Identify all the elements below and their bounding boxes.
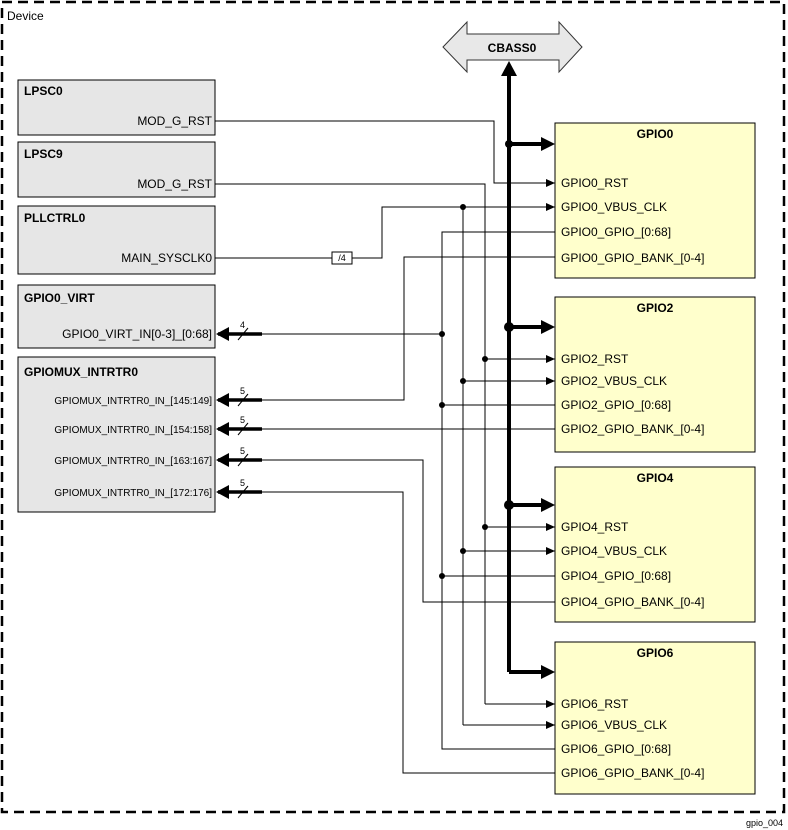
- signal-label: MAIN_SYSCLK0: [121, 251, 212, 265]
- module-title: LPSC9: [24, 147, 63, 161]
- module-lpsc9: LPSC9 MOD_G_RST: [17, 141, 216, 198]
- cbass0-bus: CBASS0: [442, 20, 583, 74]
- signal-label: GPIO0_GPIO_[0:68]: [561, 225, 671, 239]
- module-title: PLLCTRL0: [24, 211, 86, 225]
- device-boundary: [0, 0, 786, 814]
- bus-width-label: 5: [240, 415, 245, 425]
- wire-gpio2-bank: 5: [216, 415, 555, 436]
- signal-label: GPIO0_GPIO_BANK_[0-4]: [561, 251, 704, 265]
- module-pllctrl0: PLLCTRL0 MAIN_SYSCLK0: [17, 205, 216, 275]
- signal-label: GPIO0_VIRT_IN[0-3]_[0:68]: [62, 327, 212, 341]
- signal-label: GPIO6_VBUS_CLK: [561, 718, 667, 732]
- bus-branches: [504, 137, 555, 679]
- signal-label: GPIO6_GPIO_[0:68]: [561, 742, 671, 756]
- module-title: GPIO0: [637, 127, 674, 141]
- module-title: GPIO2: [637, 301, 674, 315]
- module-gpio6: GPIO6 GPIO6_RST GPIO6_VBUS_CLK GPIO6_GPI…: [554, 641, 756, 795]
- bus-trunk-arrow: [501, 61, 517, 76]
- signal-label: GPIO4_RST: [561, 520, 629, 534]
- module-title: GPIO4: [637, 471, 674, 485]
- signal-label: GPIOMUX_INTRTR0_IN_[172:176]: [54, 488, 212, 499]
- divider-label: /4: [338, 253, 346, 263]
- signal-label: GPIO2_RST: [561, 352, 629, 366]
- module-title: GPIOMUX_INTRTR0: [24, 365, 138, 379]
- signal-label: GPIO0_VBUS_CLK: [561, 200, 667, 214]
- signal-label: MOD_G_RST: [137, 177, 212, 191]
- signal-label: GPIO4_VBUS_CLK: [561, 544, 667, 558]
- wire-sysclk: /4: [215, 203, 555, 729]
- device-label: Device: [7, 9, 44, 23]
- signal-label: GPIO2_GPIO_BANK_[0-4]: [561, 422, 704, 436]
- wire-gpio6-bank: 5: [216, 478, 555, 774]
- bus-width-label: 5: [240, 478, 245, 488]
- figure-id: gpio_004: [746, 818, 783, 828]
- module-title: LPSC0: [24, 84, 63, 98]
- bus-width-label: 5: [240, 386, 245, 396]
- signal-label: GPIO2_GPIO_[0:68]: [561, 398, 671, 412]
- module-gpio2: GPIO2 GPIO2_RST GPIO2_VBUS_CLK GPIO2_GPI…: [554, 296, 756, 453]
- wire-lpsc9-rst: [215, 183, 555, 708]
- bus-width-label: 4: [240, 320, 245, 330]
- signal-label: GPIO2_VBUS_CLK: [561, 374, 667, 388]
- module-gpio0: GPIO0 GPIO0_RST GPIO0_VBUS_CLK GPIO0_GPI…: [554, 122, 756, 279]
- cbass0-label: CBASS0: [488, 41, 537, 55]
- module-title: GPIO0_VIRT: [24, 291, 95, 305]
- module-lpsc0: LPSC0 MOD_G_RST: [17, 79, 216, 136]
- module-gpiomux-intrtr0: GPIOMUX_INTRTR0 GPIOMUX_INTRTR0_IN_[145:…: [17, 356, 216, 513]
- signal-label: GPIO6_RST: [561, 697, 629, 711]
- wire-gpio0-bank: 5: [216, 256, 555, 407]
- module-gpio0-virt: GPIO0_VIRT GPIO0_VIRT_IN[0-3]_[0:68]: [17, 284, 216, 349]
- signal-label: GPIOMUX_INTRTR0_IN_[163:167]: [54, 456, 212, 467]
- wire-gpio4-bank: 5: [216, 446, 555, 603]
- signal-label: GPIO4_GPIO_BANK_[0-4]: [561, 595, 704, 609]
- module-title: GPIO6: [637, 646, 674, 660]
- wire-gpio-virt: 4: [216, 231, 555, 750]
- signal-label: GPIO0_RST: [561, 176, 629, 190]
- bus-width-label: 5: [240, 446, 245, 456]
- signal-label: MOD_G_RST: [137, 114, 212, 128]
- signal-label: GPIOMUX_INTRTR0_IN_[154:158]: [54, 425, 212, 436]
- signal-label: GPIO4_GPIO_[0:68]: [561, 569, 671, 583]
- wire-lpsc0-rst: [215, 120, 555, 187]
- signal-label: GPIO6_GPIO_BANK_[0-4]: [561, 766, 704, 780]
- signal-label: GPIOMUX_INTRTR0_IN_[145:149]: [54, 396, 212, 407]
- module-gpio4: GPIO4 GPIO4_RST GPIO4_VBUS_CLK GPIO4_GPI…: [554, 466, 756, 623]
